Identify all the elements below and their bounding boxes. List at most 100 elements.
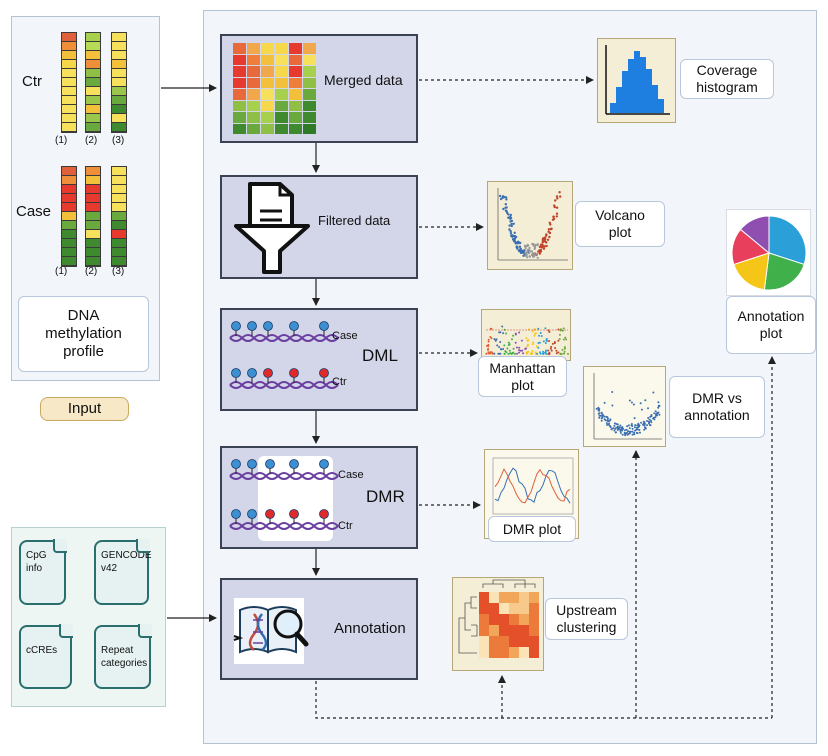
dna-strand (229, 336, 339, 342)
case-column-3 (111, 166, 127, 267)
ctr-cell (112, 123, 126, 131)
dmrvs-point (598, 408, 601, 410)
volcano-point (508, 228, 511, 231)
dmrvs-point (614, 431, 617, 434)
manhattan-point (539, 352, 542, 355)
volcano-point (516, 242, 519, 245)
volcano-point (519, 247, 522, 250)
case-cell (62, 176, 76, 184)
manhattan-point (516, 352, 518, 355)
volcano-point (511, 235, 514, 238)
dmrvs-point (648, 421, 651, 424)
volcano-point (524, 247, 527, 250)
ctr-cell (62, 114, 76, 122)
dmrvs-point (647, 407, 649, 410)
manhattan-point (524, 348, 527, 350)
volcano-point (504, 203, 507, 206)
case-cell (112, 248, 126, 256)
histogram-graphic (605, 45, 670, 115)
ctr-cell (62, 33, 76, 41)
ctr-cell (112, 96, 126, 104)
dmrvs-point (619, 424, 622, 427)
manhattan-point (547, 353, 550, 355)
volcano-point (509, 230, 512, 233)
cluster-cell (519, 592, 529, 603)
case-cell (62, 194, 76, 202)
dmrvs-point (638, 429, 641, 431)
dmrvs-point (603, 415, 606, 418)
dml-case-label: Case (332, 330, 358, 342)
manhattan-point (551, 342, 554, 345)
ctr-cell (112, 78, 126, 86)
coverage-histogram-label: Coverage histogram (680, 59, 774, 99)
heatmap-cell (303, 54, 316, 65)
dmrvs-point (625, 428, 628, 431)
volcano-point (555, 212, 559, 215)
cluster-cell (479, 647, 489, 658)
cpg-dot (265, 459, 275, 469)
volcano-point (509, 213, 512, 217)
dmrvs-point (657, 406, 660, 409)
dmrvs-point (607, 423, 610, 426)
dmrvs-point (633, 433, 636, 436)
dmrvs-point (626, 431, 628, 434)
cpg-dot (289, 368, 299, 378)
cluster-cell (509, 625, 519, 636)
volcano-point (539, 250, 543, 253)
manhattan-point (526, 352, 528, 355)
dmrvs-point (657, 404, 660, 407)
heatmap-cell (247, 66, 260, 77)
manhattan-point (502, 348, 505, 350)
cpg-dot (231, 368, 241, 378)
cluster-cell (489, 636, 499, 647)
volcano-point (502, 207, 505, 211)
cluster-cell (489, 603, 499, 614)
manhattan-point (520, 339, 523, 342)
case-cell (86, 167, 100, 175)
ctr-cell (86, 123, 100, 131)
volcano-point (504, 209, 508, 212)
case-cell (62, 239, 76, 247)
manhattan-point (545, 349, 547, 352)
manhattan-point (518, 349, 520, 352)
case-cell (86, 257, 100, 265)
volcano-graphic (497, 188, 568, 261)
manhattan-point (557, 351, 560, 354)
volcano-point (548, 231, 552, 235)
dmrvs-point (603, 401, 606, 404)
cluster-cell (489, 614, 499, 625)
cluster-cell (529, 592, 539, 603)
manhattan-point (501, 325, 504, 328)
dmr-ctr-label: Ctr (338, 520, 353, 532)
book-dna-magnifier-icon (233, 606, 309, 654)
heatmap-cell (275, 100, 288, 111)
dmrvs-point (639, 431, 641, 434)
manhattan-point (544, 327, 547, 330)
volcano-point (528, 246, 531, 249)
case-cell (86, 203, 100, 211)
dmrvs-point (658, 413, 661, 416)
volcano-point (513, 231, 516, 234)
pie-slice (763, 252, 805, 291)
dmrvs-point (632, 403, 635, 406)
dmrvs-point (627, 432, 630, 435)
manhattan-point (503, 344, 506, 347)
cpg-dot (289, 321, 299, 331)
heatmap-cell (275, 77, 288, 88)
merged-data-step: Merged data (220, 34, 418, 143)
manhattan-point (544, 342, 547, 344)
heatmap-cell (247, 77, 260, 88)
manhattan-point (487, 343, 490, 346)
manhattan-point (532, 341, 535, 344)
dmrvs-point (633, 426, 636, 429)
cluster-cell (509, 592, 519, 603)
dmrvs-point (646, 420, 648, 422)
merged-heatmap (233, 43, 317, 135)
ctr-column-3 (111, 32, 127, 133)
dmrvs-point (627, 424, 630, 427)
dmrvs-point (613, 429, 616, 432)
dmrplot-series (494, 468, 571, 504)
heatmap-cell (261, 100, 274, 111)
dmrvs-point (644, 427, 647, 430)
input-button[interactable]: Input (40, 397, 129, 421)
